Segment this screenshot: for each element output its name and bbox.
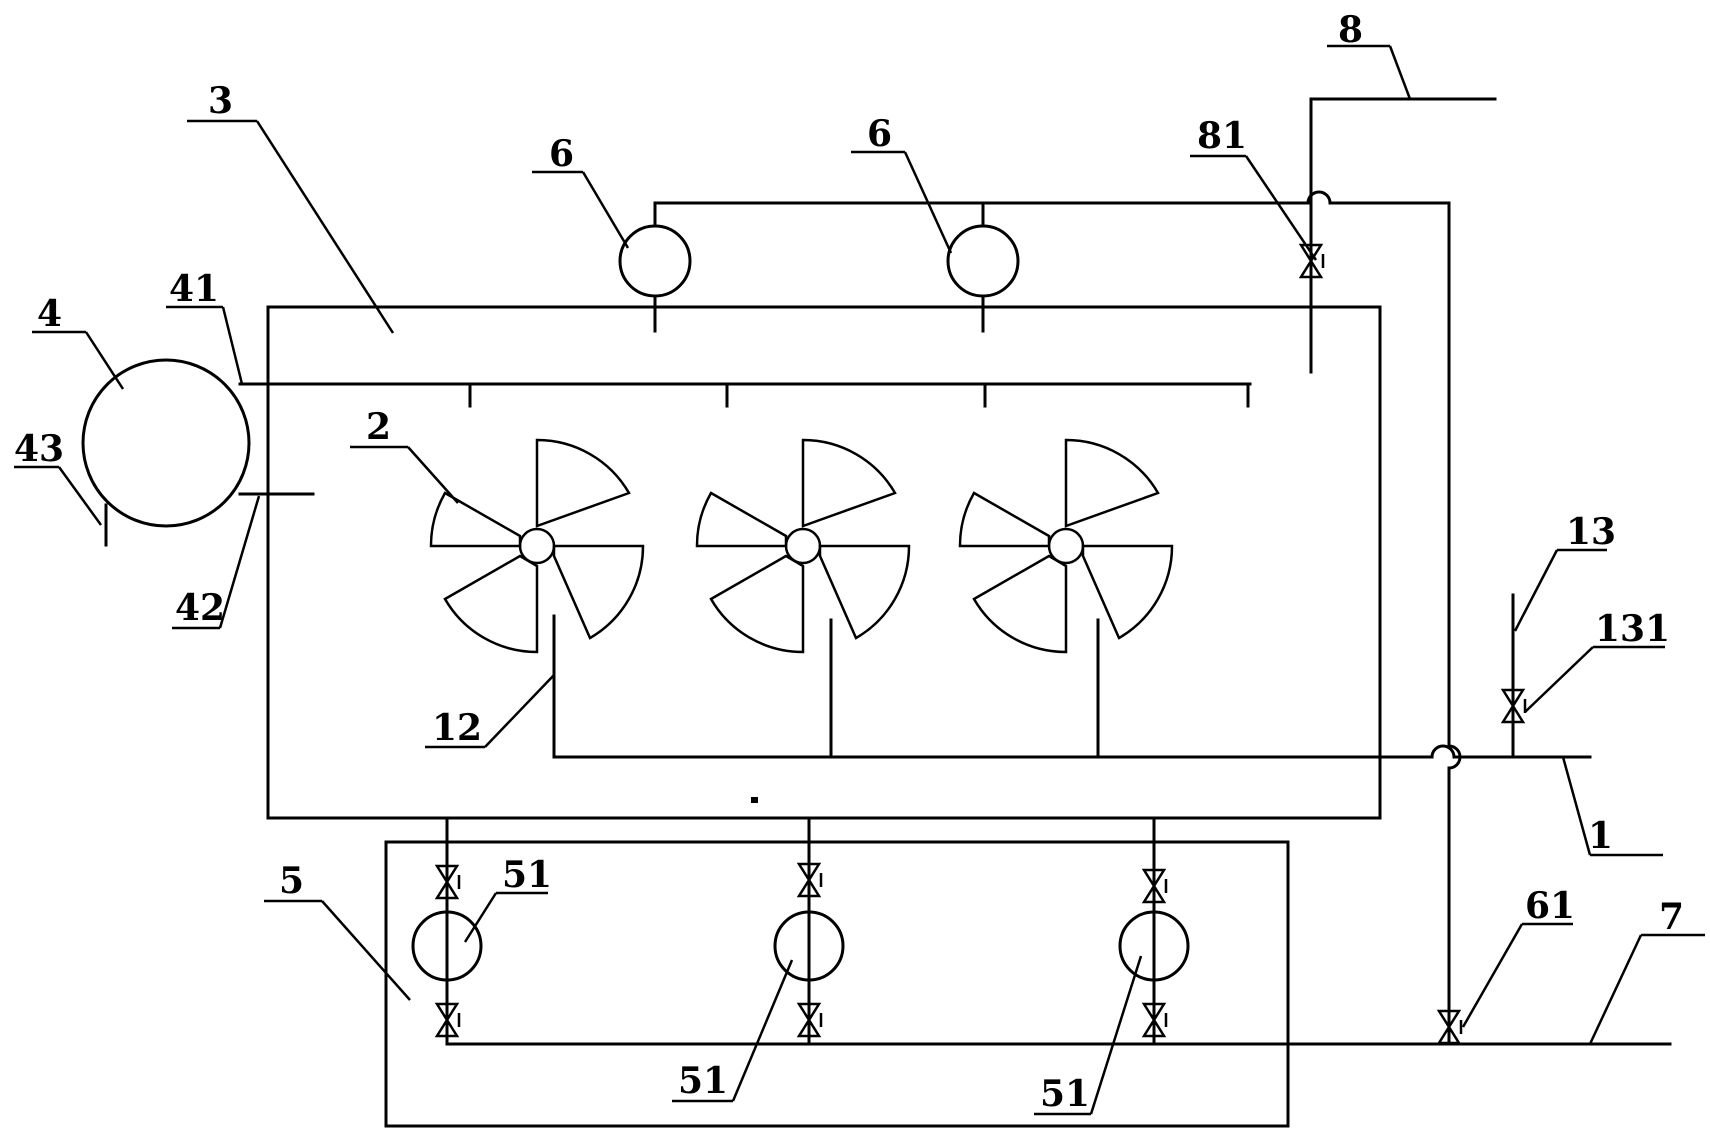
label-13: 13 (1566, 511, 1616, 553)
fan-3 (958, 438, 1174, 654)
fan-1 (429, 438, 645, 654)
leader-lines (14, 44, 1705, 1116)
main-housing (266, 305, 1382, 820)
pump-unit-51c (1118, 816, 1190, 1046)
label-51b: 51 (678, 1060, 728, 1102)
pump-6a (618, 224, 692, 298)
label-51a: 51 (502, 854, 552, 896)
label-131: 131 (1595, 608, 1670, 650)
label-51c: 51 (1040, 1073, 1090, 1115)
pump-6b (946, 224, 1020, 298)
manifold-41 (238, 382, 1252, 408)
pump-unit-51b (773, 816, 845, 1046)
line-7 (445, 1009, 1672, 1046)
label-4: 4 (37, 293, 62, 335)
label-12: 12 (432, 707, 482, 749)
label-3: 3 (208, 80, 233, 122)
tank-4 (81, 358, 251, 528)
label-7: 7 (1659, 896, 1684, 938)
fan-2 (695, 438, 911, 654)
pump-6-piping (653, 190, 1462, 1046)
collector-pipe-12 (552, 614, 1592, 759)
housing-mark (751, 797, 758, 803)
label-1: 1 (1588, 815, 1613, 857)
label-8: 8 (1338, 9, 1363, 51)
label-6a: 6 (549, 133, 574, 175)
label-61: 61 (1525, 885, 1575, 927)
pump-skid-5 (384, 840, 1290, 1128)
label-41: 41 (169, 268, 219, 310)
label-6b: 6 (867, 113, 892, 155)
label-2: 2 (366, 406, 391, 448)
pump-unit-51a (411, 816, 483, 1046)
line-8 (1298, 97, 1497, 374)
label-5: 5 (279, 860, 304, 902)
label-81: 81 (1197, 115, 1247, 157)
label-43: 43 (14, 428, 64, 470)
label-42: 42 (175, 587, 225, 629)
